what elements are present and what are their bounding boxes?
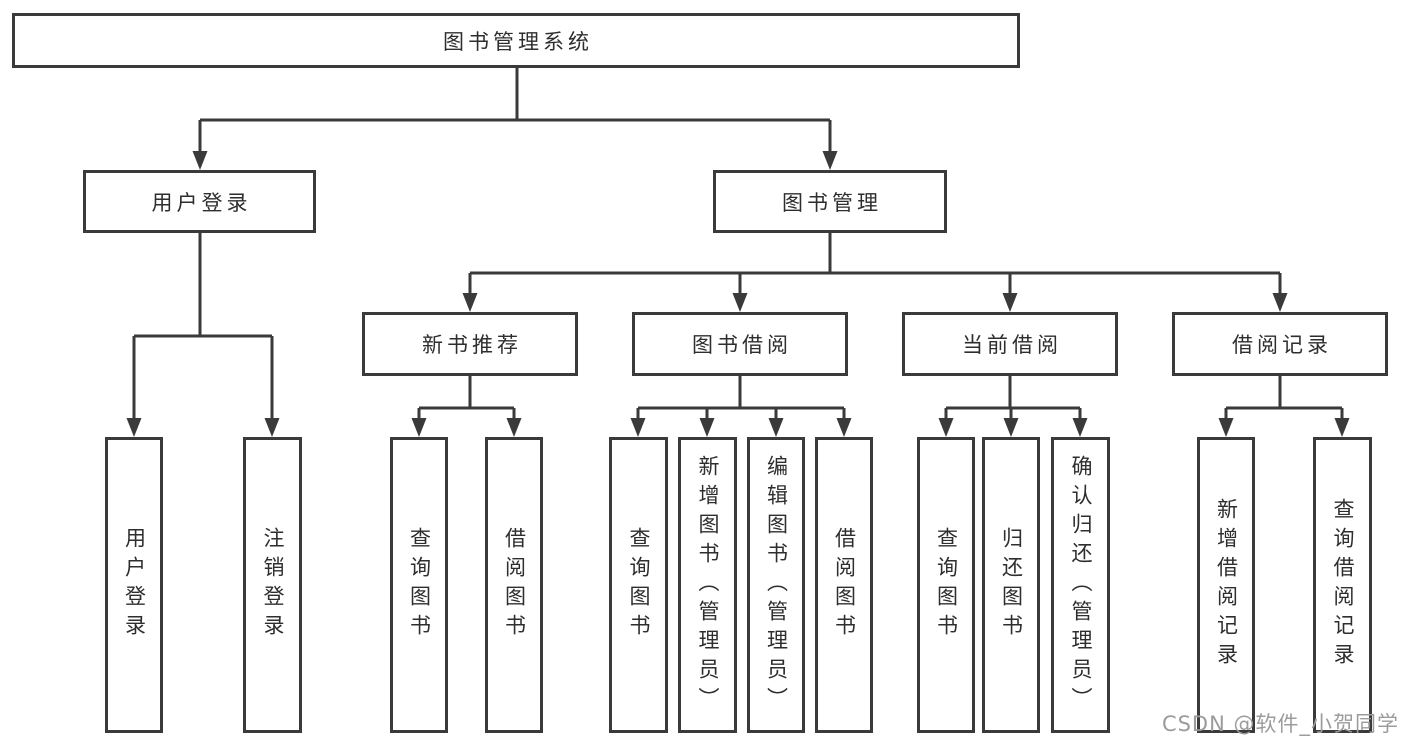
node-label: 用户登录: [151, 190, 252, 215]
node-label: 查询借阅记录: [1331, 498, 1355, 672]
node-book-borrowing: 图书借阅: [632, 312, 848, 376]
leaf-add-borrow-record: 新增借阅记录: [1197, 437, 1255, 733]
node-label: 图书借阅: [692, 333, 792, 357]
leaf-confirm-return-admin: 确认归还（管理员）: [1051, 437, 1110, 733]
node-label: 图书管理系统: [443, 29, 593, 54]
leaf-return-books: 归还图书: [982, 437, 1040, 733]
arrowhead-icons: [126, 151, 1350, 437]
node-current-borrowing: 当前借阅: [902, 312, 1118, 376]
leaf-query-books-current: 查询图书: [917, 437, 975, 733]
node-label: 新增图书（管理员）: [696, 454, 720, 716]
leaf-query-books-borrowing: 查询图书: [609, 437, 668, 733]
node-label: 查询图书: [407, 527, 432, 643]
node-label: 确认归还（管理员）: [1069, 454, 1093, 716]
node-label: 注销登录: [261, 527, 285, 643]
node-label: 用户登录: [122, 527, 147, 643]
leaf-borrow-books: 借阅图书: [815, 437, 873, 733]
node-label: 新书推荐: [422, 333, 522, 357]
leaf-logout: 注销登录: [243, 437, 302, 733]
leaf-query-books-recommend: 查询图书: [390, 437, 448, 733]
leaf-query-borrow-record: 查询借阅记录: [1313, 437, 1372, 733]
leaf-user-login: 用户登录: [105, 437, 163, 733]
node-library-management-system: 图书管理系统: [12, 13, 1020, 68]
node-label: 借阅记录: [1232, 333, 1332, 357]
node-label: 借阅图书: [832, 527, 857, 643]
leaf-add-book-admin: 新增图书（管理员）: [678, 437, 737, 733]
node-label: 查询图书: [627, 527, 651, 643]
node-label: 查询图书: [934, 527, 959, 643]
watermark: CSDN @软件_小贺同学: [1161, 712, 1399, 736]
node-label: 编辑图书（管理员）: [764, 454, 789, 716]
node-label: 新增借阅记录: [1214, 498, 1239, 672]
node-label: 图书管理: [782, 190, 882, 215]
node-label: 当前借阅: [962, 333, 1062, 357]
node-label: 借阅图书: [502, 527, 527, 643]
node-new-book-recommendation: 新书推荐: [362, 312, 578, 376]
leaf-edit-book-admin: 编辑图书（管理员）: [747, 437, 805, 733]
node-book-management-branch: 图书管理: [713, 170, 947, 233]
leaf-borrow-books-recommend: 借阅图书: [485, 437, 543, 733]
node-user-login-branch: 用户登录: [83, 170, 316, 233]
node-borrowing-records: 借阅记录: [1172, 312, 1388, 376]
connector-lines: [132, 68, 1344, 421]
node-label: 归还图书: [999, 527, 1024, 643]
